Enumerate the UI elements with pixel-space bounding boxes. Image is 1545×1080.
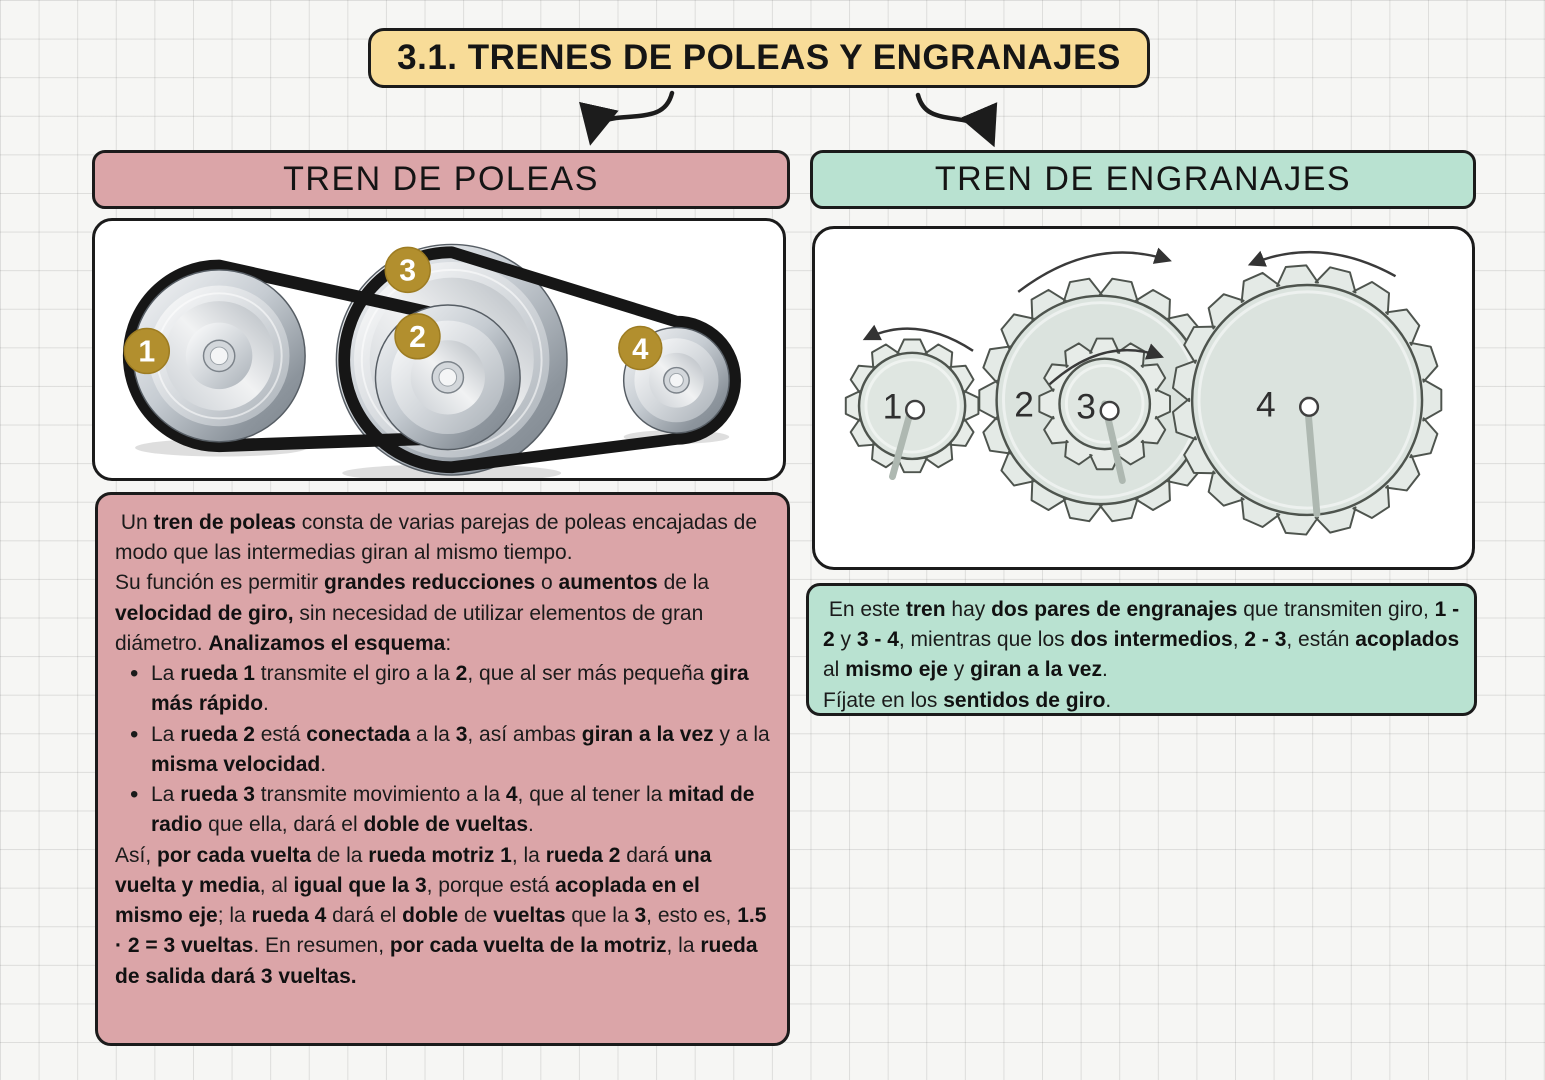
pulley-label-4: 4 <box>632 333 649 366</box>
left-section-header: TREN DE POLEAS <box>92 150 790 209</box>
gear4-axle-hole <box>1298 396 1320 417</box>
bullet-item: •La rueda 2 está conectada a la 3, así a… <box>115 720 770 780</box>
pulley-badge: 3 <box>384 246 431 294</box>
gear23-axle-hole <box>1099 400 1120 421</box>
pulley-badge: 1 <box>123 327 171 375</box>
paragraph: Así, por cada vuelta de la rueda motriz … <box>115 843 767 988</box>
gear-label-3: 3 <box>1076 388 1096 427</box>
pulley-train-illustration: 1 3 2 4 <box>122 243 741 478</box>
paragraph: Su función es permitir grandes reduccion… <box>115 571 710 655</box>
gear-label-1: 1 <box>883 388 903 427</box>
paragraph: Fíjate en los sentidos de giro. <box>823 688 1112 712</box>
bullet-dot: • <box>130 660 139 688</box>
left-text-box: Un tren de poleas consta de varias parej… <box>95 492 790 1046</box>
pulley-label-1: 1 <box>138 336 155 369</box>
bullet-dot: • <box>130 781 139 809</box>
pulley-4 <box>622 326 730 434</box>
bullet-item: •La rueda 1 transmite el giro a la 2, qu… <box>115 659 770 719</box>
left-section-header-text: TREN DE POLEAS <box>283 160 599 198</box>
gear-label-2: 2 <box>1014 386 1034 425</box>
title-arrow-right-icon <box>915 92 998 148</box>
pulley-1 <box>132 269 306 443</box>
paragraph: Un tren de poleas consta de varias parej… <box>115 511 758 565</box>
gear-train-illustration: 1 2 3 4 <box>844 247 1443 536</box>
gear3-rotation-arrow-icon <box>1048 343 1164 386</box>
pulley-illustration-box: 1 3 2 4 <box>92 218 786 481</box>
title-arrow-left-icon <box>579 90 675 146</box>
page-title: 3.1. TRENES DE POLEAS Y ENGRANAJES <box>368 28 1150 88</box>
pulley-label-3: 3 <box>399 255 416 288</box>
bullet-item: •La rueda 3 transmite movimiento a la 4,… <box>115 780 770 840</box>
bullet-dot: • <box>130 720 139 748</box>
pulley-badge: 4 <box>618 325 663 371</box>
right-text-box: En este tren hay dos pares de engranajes… <box>806 583 1477 716</box>
right-section-header: TREN DE ENGRANAJES <box>810 150 1476 209</box>
gear1-rotation-arrow-icon <box>862 324 974 352</box>
gear4-rotation-arrow-icon <box>1247 250 1397 278</box>
gear2-rotation-arrow-icon <box>1017 247 1172 293</box>
gear1-axle-hole <box>904 399 926 420</box>
right-section-header-text: TREN DE ENGRANAJES <box>934 160 1352 198</box>
pulley-label-2: 2 <box>409 321 426 354</box>
gear-label-4: 4 <box>1256 386 1276 425</box>
page-title-text: 3.1. TRENES DE POLEAS Y ENGRANAJES <box>397 38 1121 77</box>
pulley-badge: 2 <box>394 313 441 360</box>
gear-illustration-box: 1 2 3 4 <box>812 226 1475 570</box>
paragraph: En este tren hay dos pares de engranajes… <box>823 598 1460 682</box>
